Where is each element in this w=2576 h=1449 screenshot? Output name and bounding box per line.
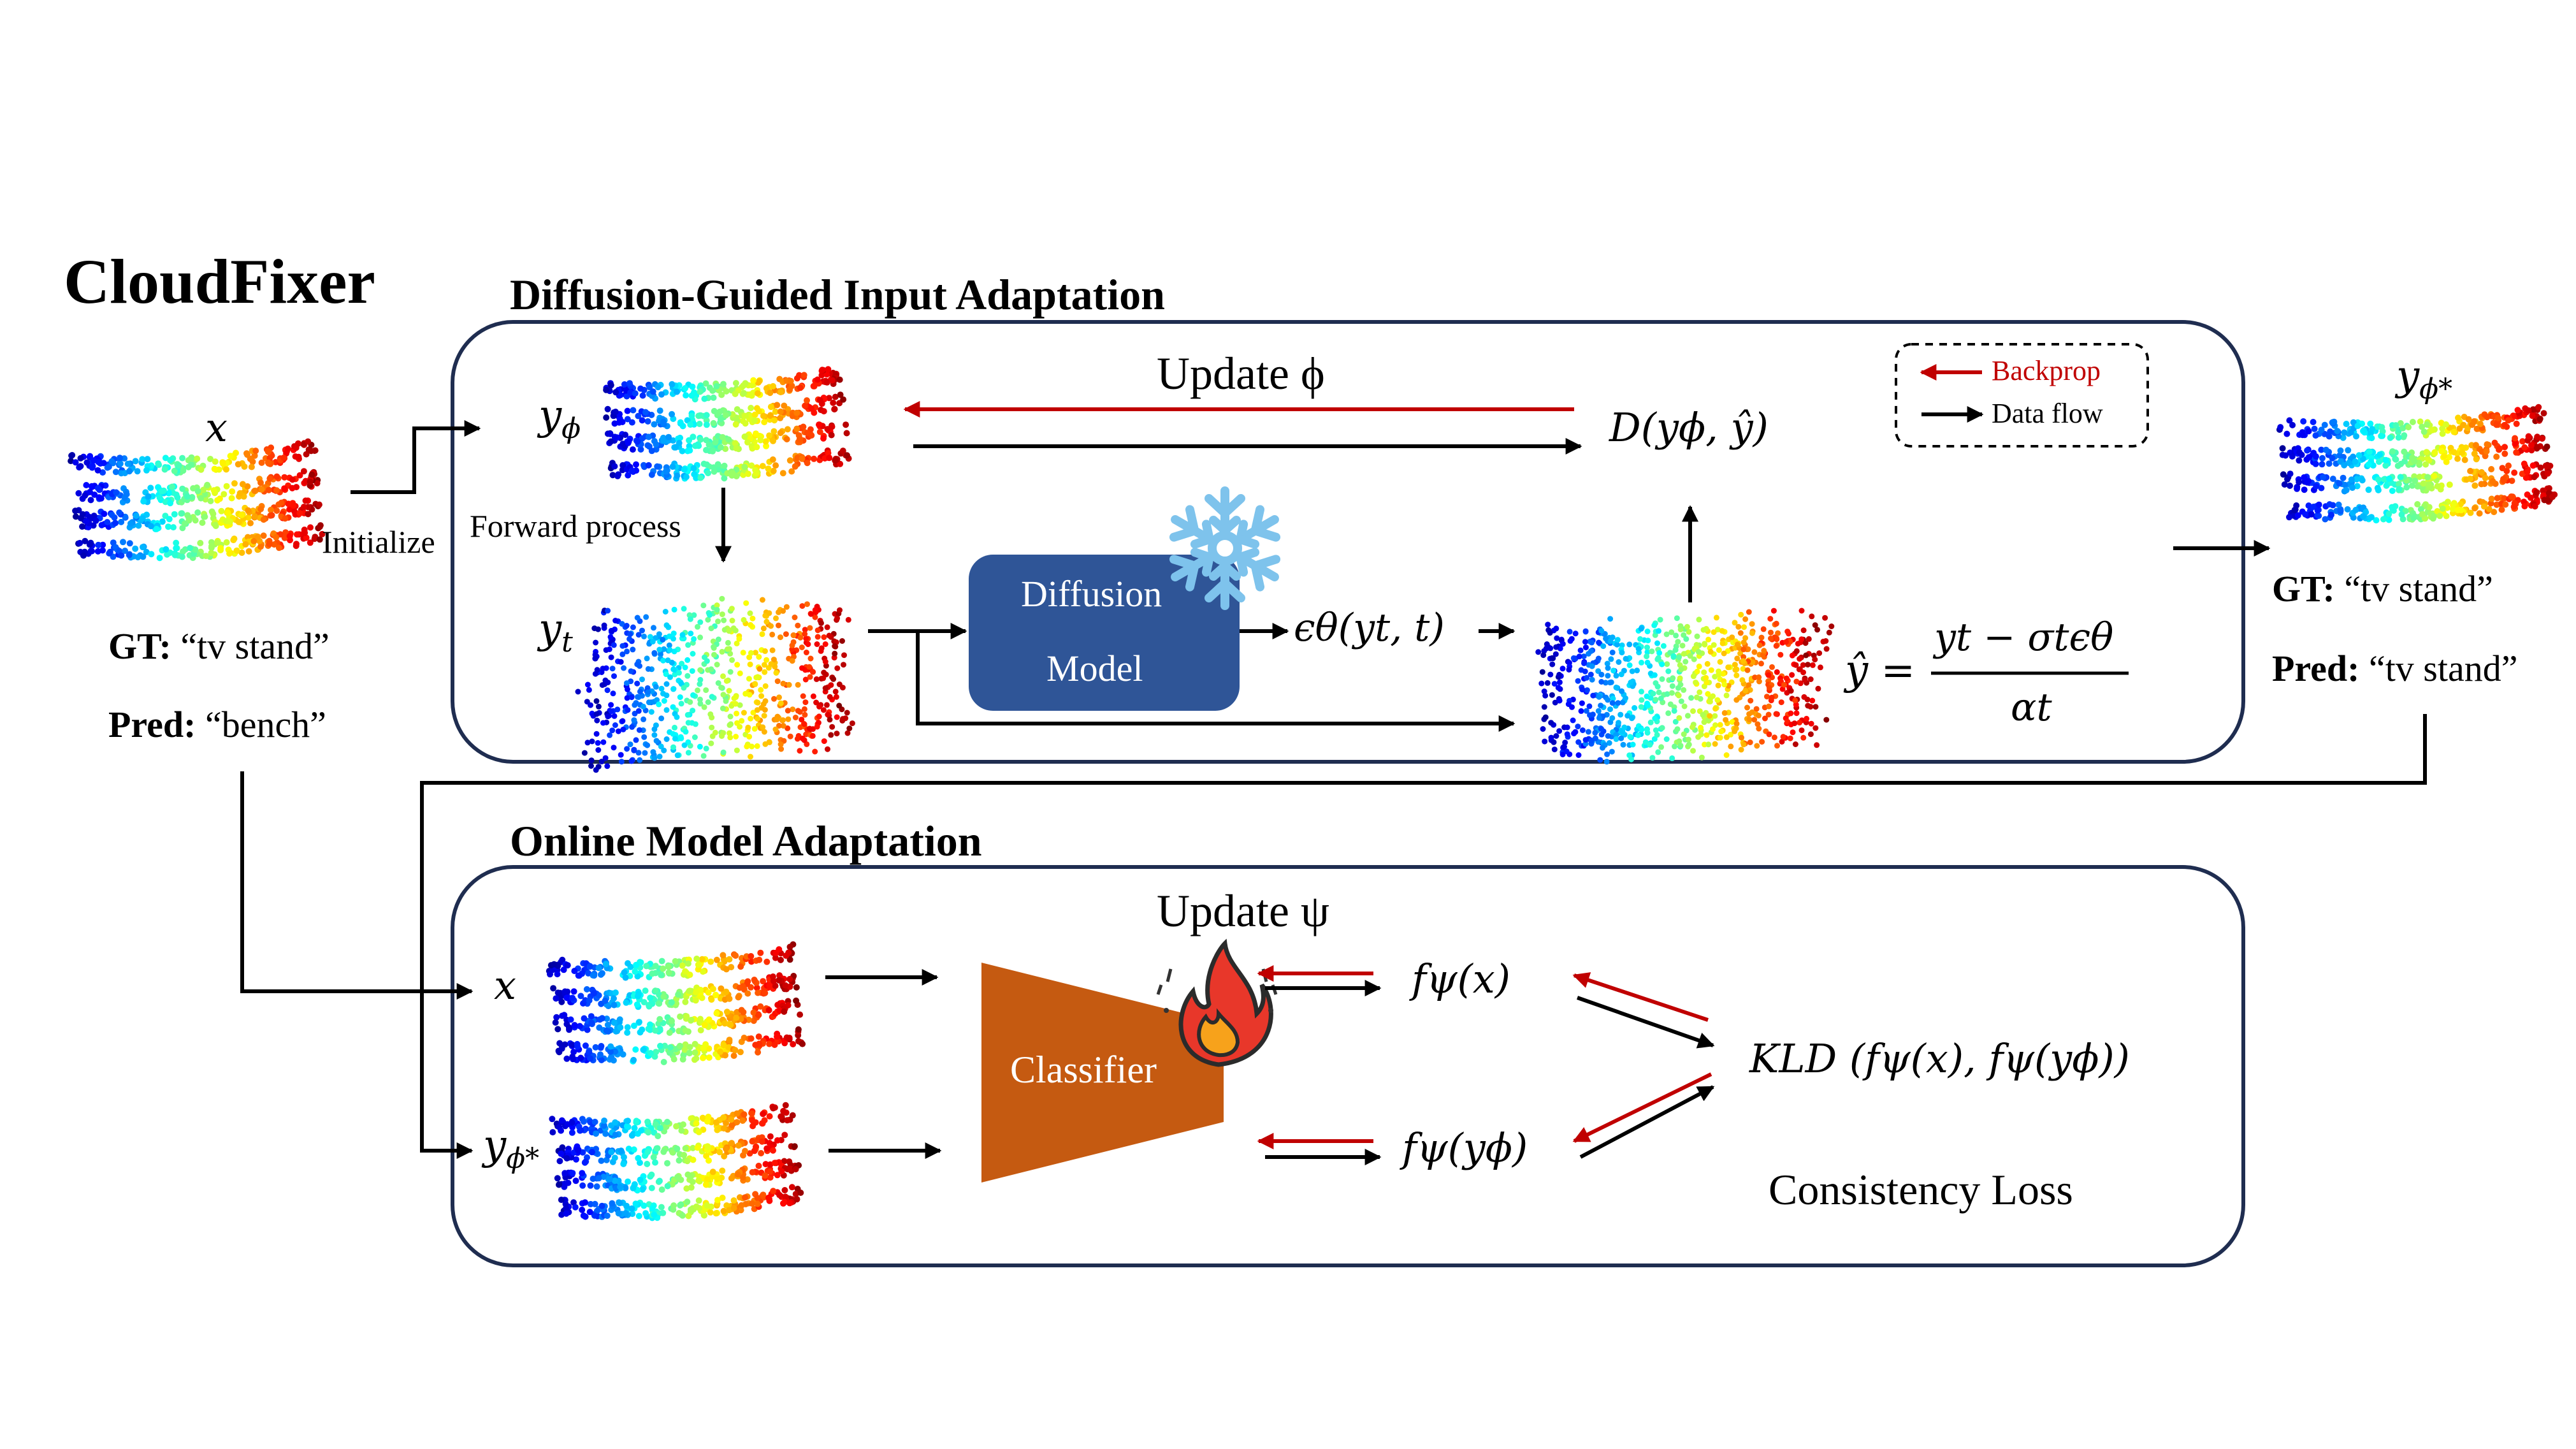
- snowflake-icon: [1168, 486, 1283, 606]
- kld-label: KLD (fψ(x), fψ(yϕ)): [1749, 1035, 2130, 1082]
- diffusion-model-block: [969, 555, 1240, 711]
- output-gt: GT: “tv stand”: [2272, 568, 2493, 609]
- y-t-label: yt: [539, 606, 573, 659]
- diffusion-model-label-2: Model: [1046, 648, 1143, 689]
- point-cloud-y-phi: [603, 366, 852, 482]
- input-adaptation-box: [451, 320, 2245, 764]
- yhat-lhs: ŷ =: [1845, 647, 1916, 694]
- yhat-numerator: yt − σtϵθ: [1934, 615, 2114, 660]
- classifier-label: Classifier: [1010, 1049, 1157, 1091]
- input-adaptation-title: Diffusion-Guided Input Adaptation: [510, 270, 1165, 319]
- epsilon-label: ϵθ(yt, t): [1294, 606, 1445, 650]
- bottom-y-phi-star-label: yϕ*: [483, 1122, 540, 1175]
- input-gt: GT: “tv stand”: [108, 625, 329, 667]
- forward-process-label: Forward process: [470, 508, 681, 544]
- yhat-denominator: αt: [2011, 685, 2052, 730]
- update-phi-label: Update ϕ: [1157, 348, 1325, 399]
- classifier-block: [981, 963, 1224, 1183]
- f-y-label: fψ(yϕ): [1402, 1125, 1528, 1171]
- input-x-label: x: [205, 404, 228, 451]
- y-phi-label: yϕ: [539, 392, 581, 445]
- point-cloud-bottom-y-phi-star: [549, 1102, 804, 1221]
- kld-to-fy-backprop: [1572, 1072, 1712, 1143]
- model-adaptation-title: Online Model Adaptation: [510, 817, 982, 865]
- point-cloud-input: [68, 438, 326, 562]
- legend-dataflow-label: Data flow: [1992, 398, 2103, 429]
- output-pred: Pred: “tv stand”: [2272, 648, 2518, 689]
- point-clouds: [68, 366, 2558, 1221]
- bottom-x-label: x: [494, 962, 516, 1008]
- fy-to-kld-arrow: [1579, 1085, 1715, 1159]
- initialize-label: Initialize: [322, 524, 435, 560]
- update-psi-label: Update ψ: [1157, 885, 1329, 936]
- legend-box: [1895, 343, 2149, 448]
- kld-to-fx-backprop: [1572, 972, 1709, 1022]
- output-to-model-arrow: [420, 714, 2427, 1159]
- input-to-model-arrow: [240, 771, 474, 1000]
- diagram-title: CloudFixer: [64, 246, 375, 317]
- fx-to-kld-arrow: [1577, 996, 1715, 1049]
- point-cloud-bottom-x: [546, 941, 806, 1065]
- distance-label: D(yϕ, ŷ): [1609, 404, 1769, 451]
- point-cloud-y-t: [575, 595, 855, 773]
- diffusion-model-label-1: Diffusion: [1021, 573, 1162, 615]
- point-cloud-output: [2276, 404, 2558, 524]
- input-pred: Pred: “bench”: [108, 704, 326, 745]
- backprop-arrows: [903, 401, 1712, 1149]
- output-var-label: yϕ*: [2396, 353, 2453, 405]
- yt-bypass-arrow: [916, 631, 1516, 732]
- dataflow-arrows: [240, 420, 2427, 1165]
- f-x-label: fψ(x): [1412, 956, 1510, 1002]
- legend-backprop-label: Backprop: [1992, 355, 2101, 386]
- consistency-loss-label: Consistency Loss: [1769, 1165, 2073, 1214]
- model-adaptation-box: [451, 865, 2245, 1267]
- initialize-arrow: [351, 420, 481, 494]
- point-cloud-y-hat: [1535, 608, 1835, 765]
